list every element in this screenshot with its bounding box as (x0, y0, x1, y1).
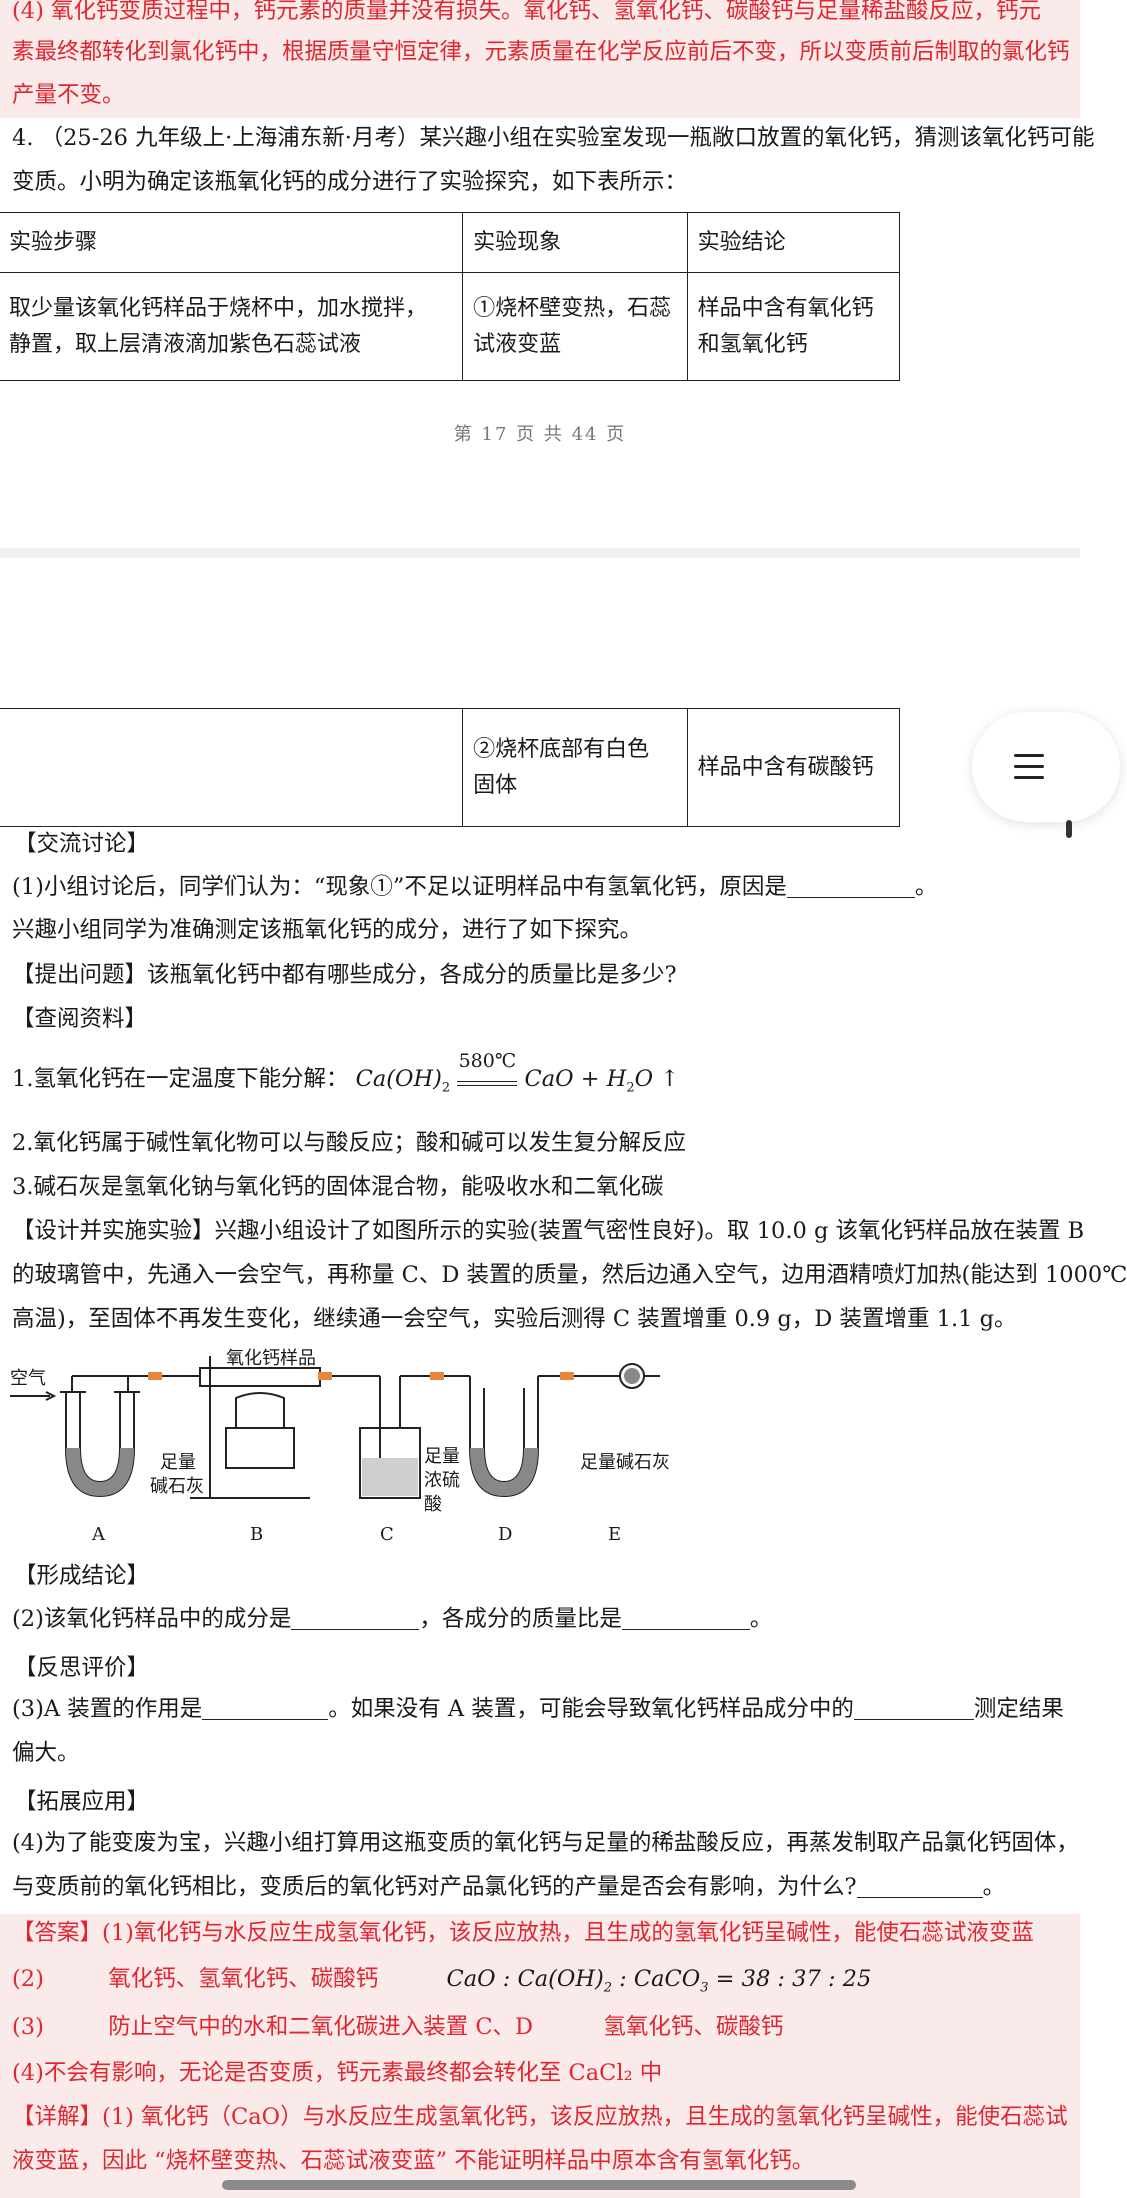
q3-line: (3)A 装置的作用是。如果没有 A 装置，可能会导致氧化钙样品成分中的测定结果 (12, 1692, 1072, 1726)
label-c-2: 浓硫 (424, 1470, 460, 1491)
q4-line-1: (4)为了能变废为宝，兴趣小组打算用这瓶变质的氧化钙与足量的稀盐酸反应，再蒸发制… (12, 1830, 1079, 1856)
answer-block (0, 1914, 1080, 2198)
q3-blank-2[interactable] (853, 1693, 974, 1720)
info1-line: 1.氢氧化钙在一定温度下能分解： Ca(OH)2 580℃ CaO + H2O … (12, 1050, 1072, 1106)
design-line-2: 的玻璃管中，先通入一会空气，再称量 C、D 装置的质量，然后边通入空气，边用酒精… (12, 1262, 1127, 1288)
condition-label: 580℃ (458, 1050, 517, 1072)
scrollbar-thumb[interactable] (1066, 820, 1072, 838)
q4-blank[interactable] (856, 1871, 983, 1898)
answer-1: 【答案】(1)氧化钙与水反应生成氢氧化钙，该反应放热，且生成的氢氧化钙呈碱性，能… (12, 1920, 1034, 1946)
top-answer-line-3: 产量不变。 (12, 82, 125, 108)
answer-3: (3) 防止空气中的水和二氧化碳进入装置 C、D 氢氧化钙、碳酸钙 (12, 2014, 784, 2040)
top-answer-block (0, 0, 1080, 118)
label-a-1: 足量 (160, 1452, 196, 1473)
q2-blank-1[interactable] (291, 1603, 420, 1630)
q2-line: (2)该氧化钙样品中的成分是，各成分的质量比是。 (12, 1602, 1072, 1636)
label-letter-d: D (498, 1524, 513, 1545)
label-a-2: 碱石灰 (150, 1476, 204, 1497)
q3-blank-1[interactable] (202, 1693, 329, 1720)
heading-conclusion: 【形成结论】 (14, 1563, 150, 1589)
heading-reflect: 【反思评价】 (14, 1655, 150, 1681)
answer-2: (2) 氧化钙、氢氧化钙、碳酸钙 CaO : Ca(OH)2 : CaCO3 =… (12, 1966, 872, 1996)
label-letter-c: C (380, 1524, 394, 1545)
heading-extend: 【拓展应用】 (14, 1789, 150, 1815)
info3-line: 3.碱石灰是氢氧化钠与氧化钙的固体混合物，能吸收水和二氧化碳 (12, 1174, 664, 1200)
page-separator (0, 548, 1080, 558)
label-letter-a: A (92, 1524, 105, 1545)
cell-step-2 (0, 708, 464, 827)
th-conclusion: 实验结论 (686, 212, 901, 273)
page-footer: 第 17 页 共 44 页 (453, 424, 627, 445)
q1-line: (1)小组讨论后，同学们认为：“现象①”不足以证明样品中有氢氧化钙，原因是。 (12, 870, 1072, 904)
q2-blank-2[interactable] (621, 1603, 750, 1630)
question-line-1: 4. （25-26 九年级上·上海浦东新·月考）某兴趣小组在实验室发现一瓶敞口放… (12, 125, 1095, 151)
label-letter-b: B (250, 1524, 264, 1545)
top-answer-line-1: (4) 氧化钙变质过程中，钙元素的质量并没有损失。氧化钙、氢氧化钙、碳酸钙与足量… (12, 0, 1042, 24)
answer-4: (4)不会有影响，无论是否变质，钙元素最终都会转化至 CaCl₂ 中 (12, 2060, 663, 2086)
q4-line-2: 与变质前的氧化钙相比，变质后的氧化钙对产品氯化钙的产量是否会有影响，为什么?。 (12, 1870, 1072, 1904)
menu-button[interactable] (972, 712, 1120, 822)
apparatus-figure: 空气 氧化钙样品 足量 碱石灰 足量 浓硫 酸 足量碱石灰 A B C D E (0, 1348, 700, 1548)
cell-phenomenon-1: ①烧杯壁变热，石蕊试液变蓝 (462, 272, 688, 381)
horizontal-scrollbar[interactable] (222, 2180, 856, 2190)
cell-conclusion-2: 样品中含有碳酸钙 (686, 708, 901, 827)
heading-discussion: 【交流讨论】 (14, 831, 150, 857)
q1-blank[interactable] (786, 871, 915, 898)
top-answer-line-2: 素最终都转化到氯化钙中，根据质量守恒定律，元素质量在化学反应前后不变，所以变质前… (12, 39, 1070, 65)
experiment-table-top: 实验步骤 实验现象 实验结论 取少量该氧化钙样品于烧杯中，加水搅拌，静置，取上层… (0, 212, 901, 381)
cell-phenomenon-2: ②烧杯底部有白色固体 (462, 708, 688, 827)
cell-step-1: 取少量该氧化钙样品于烧杯中，加水搅拌，静置，取上层清液滴加紫色石蕊试液 (0, 272, 464, 381)
q3-line-2: 偏大。 (12, 1740, 80, 1766)
label-c-1: 足量 (424, 1446, 460, 1467)
label-e: 足量碱石灰 (580, 1452, 670, 1473)
experiment-table-bottom: ②烧杯底部有白色固体 样品中含有碳酸钙 (0, 708, 901, 827)
intro-line: 兴趣小组同学为准确测定该瓶氧化钙的成分，进行了如下探究。 (12, 917, 643, 943)
design-line-3: 高温)，至固体不再发生变化，继续通一会空气，实验后测得 C 装置增重 0.9 g… (12, 1306, 1017, 1332)
info2-line: 2.氧化钙属于碱性氧化物可以与酸反应；酸和碱可以发生复分解反应 (12, 1130, 686, 1156)
th-step: 实验步骤 (0, 212, 464, 273)
problem-line: 【提出问题】该瓶氧化钙中都有哪些成分，各成分的质量比是多少? (12, 962, 677, 988)
label-c-3: 酸 (424, 1494, 442, 1515)
detail-line-1: 【详解】(1) 氧化钙（CaO）与水反应生成氢氧化钙，该反应放热，且生成的氢氧化… (12, 2104, 1068, 2130)
label-letter-e: E (608, 1524, 622, 1545)
question-line-2: 变质。小明为确定该瓶氧化钙的成分进行了实验探究，如下表所示： (12, 169, 688, 195)
label-sample: 氧化钙样品 (226, 1348, 316, 1369)
design-line-1: 【设计并实施实验】兴趣小组设计了如图所示的实验(装置气密性良好)。取 10.0 … (12, 1218, 1085, 1244)
cell-conclusion-1: 样品中含有氧化钙和氢氧化钙 (686, 272, 901, 381)
detail-line-2: 液变蓝，因此 “烧杯壁变热、石蕊试液变蓝” 不能证明样品中原本含有氢氧化钙。 (12, 2148, 815, 2174)
th-phenomenon: 实验现象 (462, 212, 688, 273)
label-air: 空气 (10, 1368, 46, 1389)
apparatus-drawing (10, 1356, 660, 1499)
info-heading: 【查阅资料】 (12, 1006, 148, 1032)
